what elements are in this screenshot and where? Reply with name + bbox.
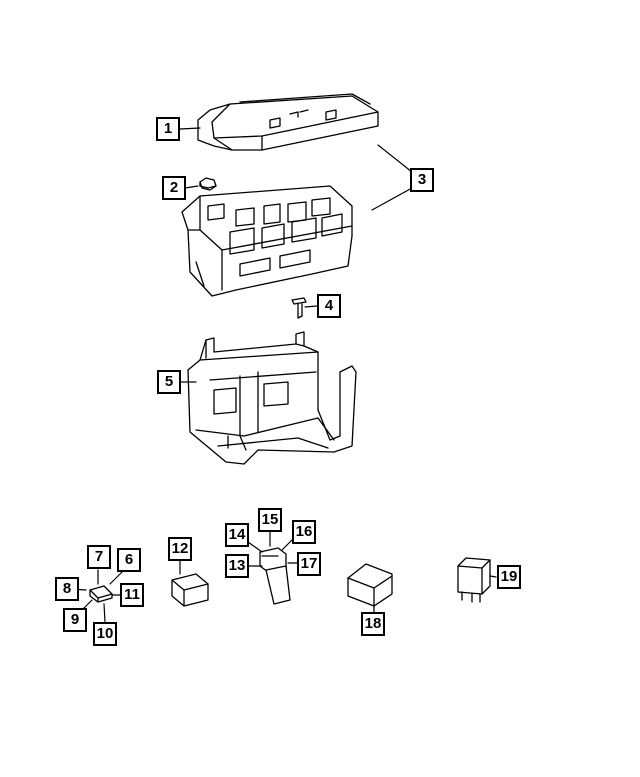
mounting-bracket <box>187 331 357 465</box>
callout-5: 5 <box>157 370 181 394</box>
callout-18: 18 <box>361 612 385 636</box>
micro-relay <box>457 557 491 603</box>
callout-2: 2 <box>162 176 186 200</box>
fuse-box-body <box>181 185 353 297</box>
callout-12: 12 <box>168 537 192 561</box>
callout-17: 17 <box>297 552 321 576</box>
callout-13: 13 <box>225 554 249 578</box>
relay-plug <box>259 547 291 605</box>
callout-11: 11 <box>120 583 144 607</box>
maxi-fuse <box>171 573 209 607</box>
leader-lines <box>70 127 497 623</box>
callout-1: 1 <box>156 117 180 141</box>
callout-14: 14 <box>225 523 249 547</box>
screw <box>291 297 307 319</box>
callout-4: 4 <box>317 294 341 318</box>
mini-relay <box>347 563 393 611</box>
callout-15: 15 <box>258 508 282 532</box>
fuse-box-cover <box>197 93 379 151</box>
callout-7: 7 <box>87 545 111 569</box>
callout-10: 10 <box>93 622 117 646</box>
callout-9: 9 <box>63 608 87 632</box>
callout-19: 19 <box>497 565 521 589</box>
mini-fuse <box>89 585 113 603</box>
nut <box>199 177 217 191</box>
callout-3: 3 <box>410 168 434 192</box>
callout-6: 6 <box>117 548 141 572</box>
callout-16: 16 <box>292 520 316 544</box>
callout-8: 8 <box>55 577 79 601</box>
